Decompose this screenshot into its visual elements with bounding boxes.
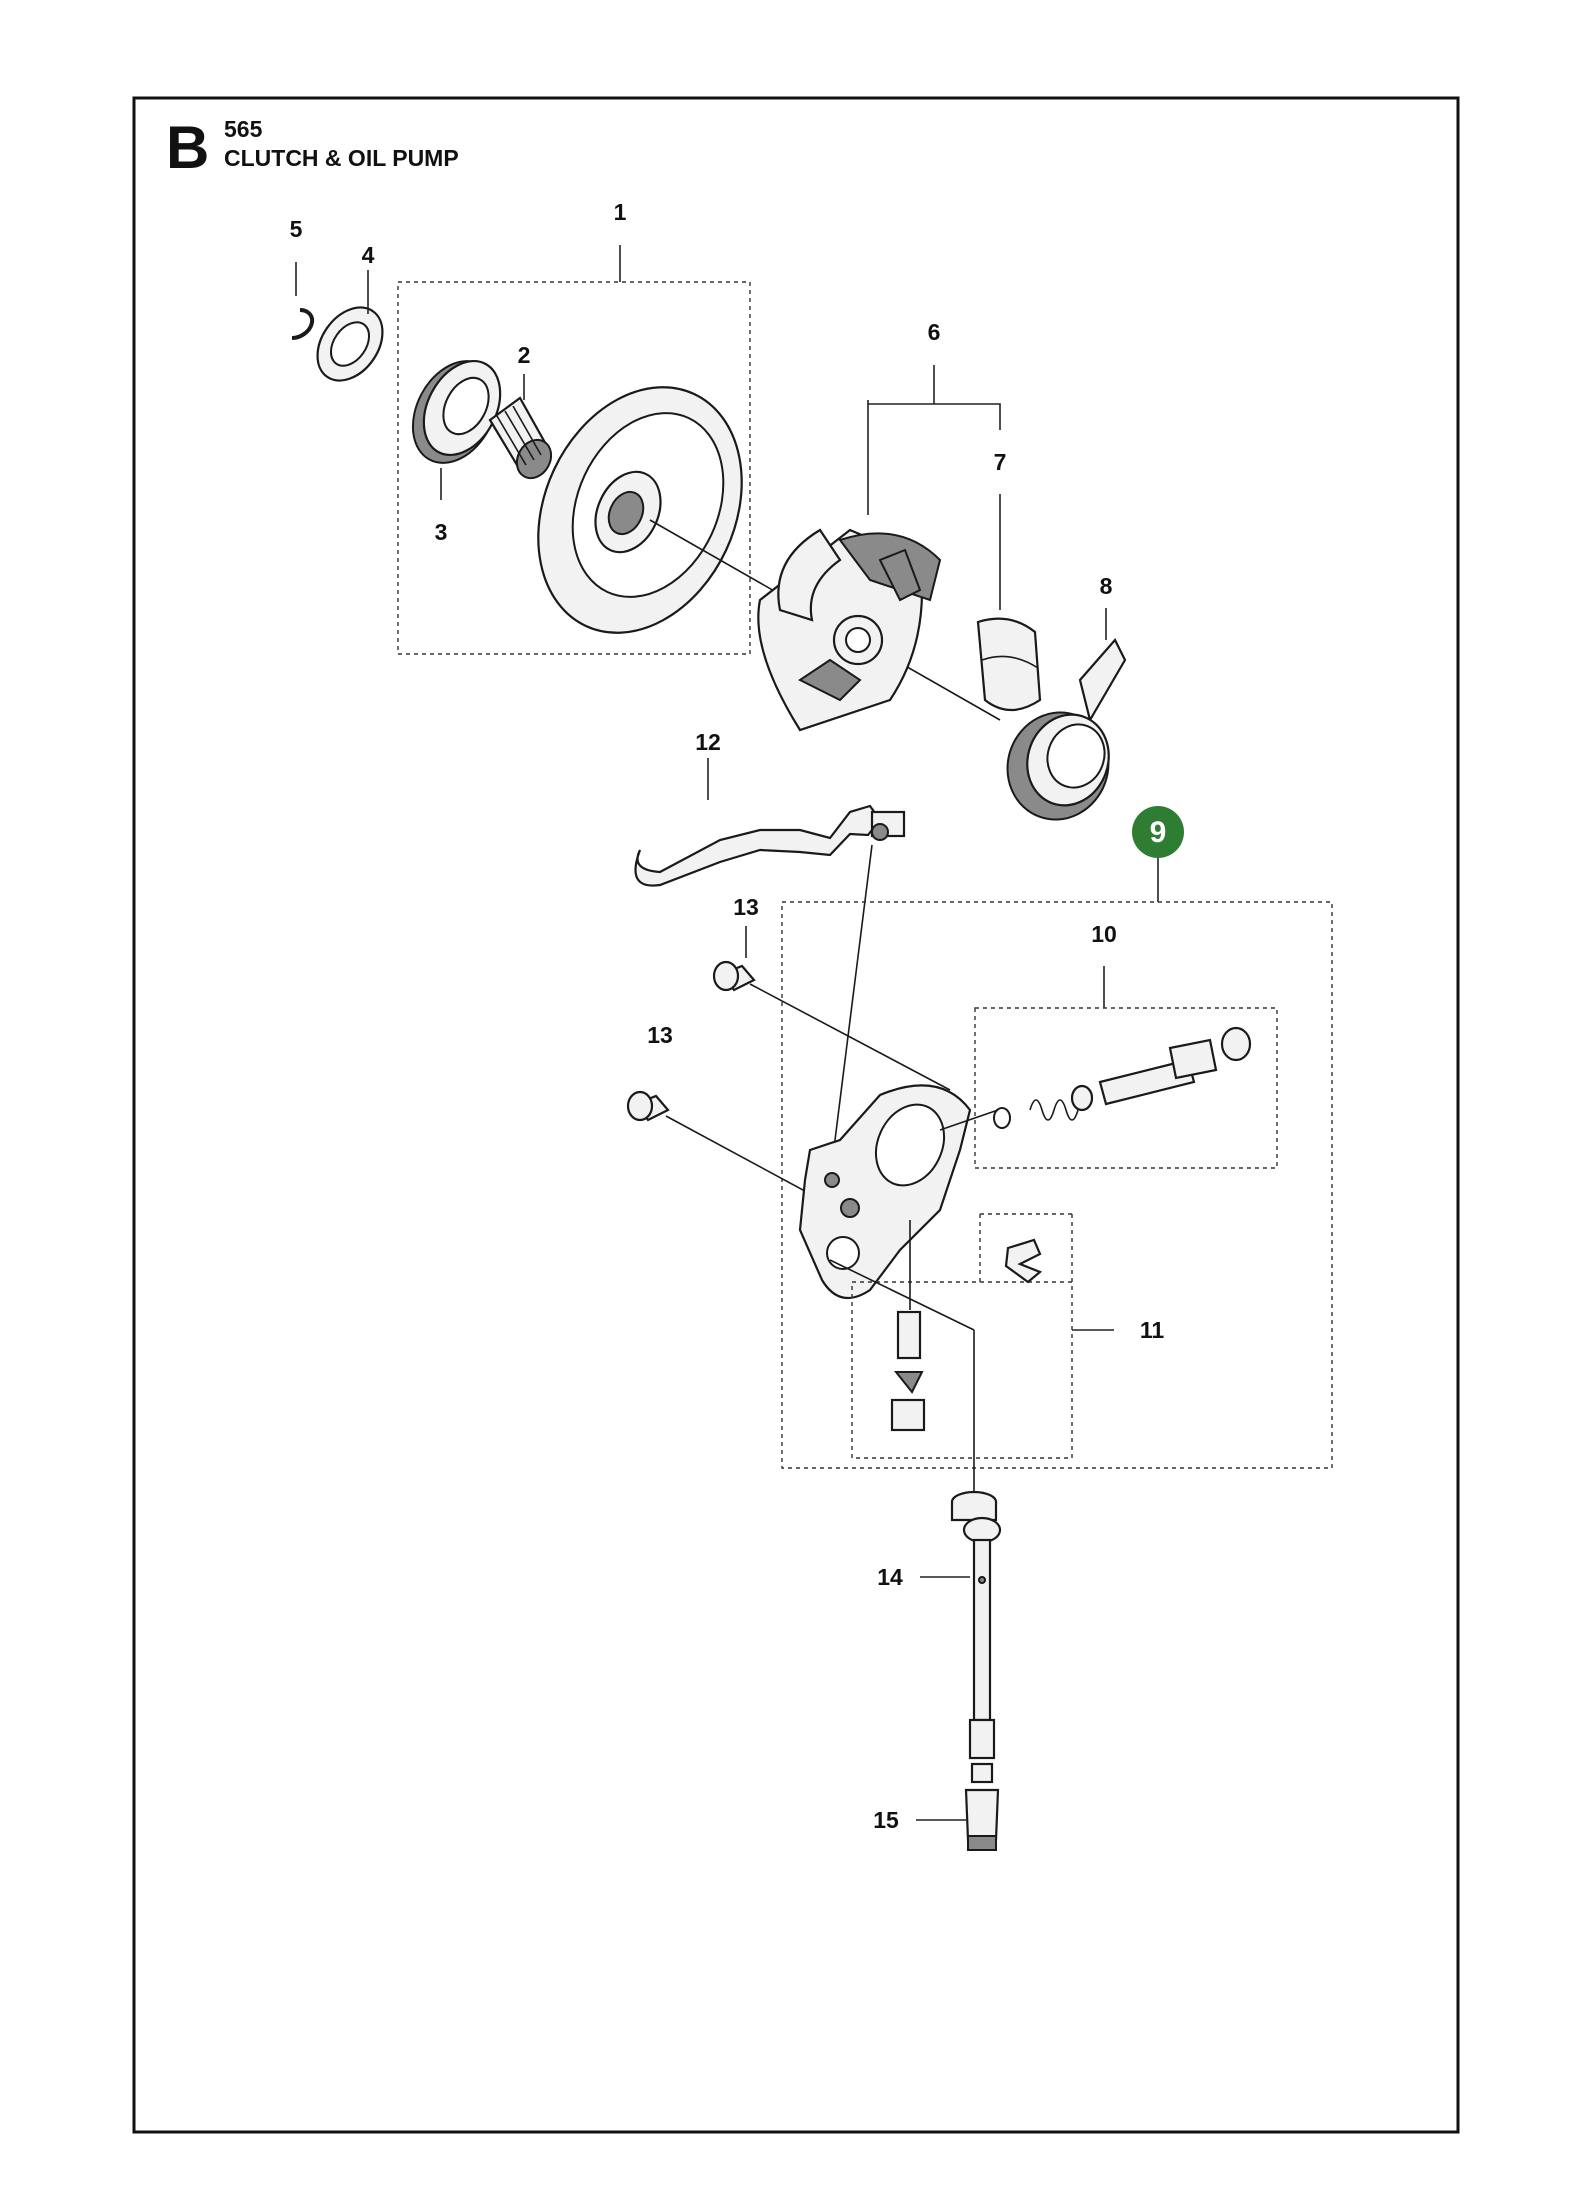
clutch-spring-part-7	[976, 617, 1042, 712]
leader-6-bracket	[867, 403, 1001, 515]
adjust-screw-part-11	[890, 1220, 1043, 1432]
callout-9-badge	[1132, 806, 1184, 858]
needle-bearing-part-2	[488, 396, 553, 480]
clutch-drum-part-1	[537, 386, 743, 634]
callout-13b: 13	[647, 1022, 673, 1048]
group-box-pump-piston	[974, 1007, 1278, 1169]
pump-piston-part-10	[993, 1026, 1252, 1129]
rim-sprocket-part-3	[411, 359, 502, 464]
hose-routing-line	[829, 844, 873, 1181]
page-title: CLUTCH & OIL PUMP	[224, 145, 459, 171]
group-box-clutch-drum	[397, 281, 751, 655]
callout-7: 7	[994, 449, 1007, 475]
bolt-part-13a	[712, 960, 756, 992]
model-number: 565	[224, 116, 263, 142]
bolt-part-13b	[626, 1090, 670, 1122]
washer-part-4	[316, 306, 384, 382]
callout-11: 11	[1140, 1317, 1165, 1343]
callout-2: 2	[518, 342, 531, 368]
callout-4: 4	[362, 242, 375, 268]
callout-1: 1	[614, 199, 627, 225]
callout-10: 10	[1091, 921, 1117, 947]
oil-pump-body	[798, 1084, 972, 1300]
oil-strainer-part-15	[964, 1762, 1000, 1851]
callout-12: 12	[695, 729, 721, 755]
callout-8: 8	[1100, 573, 1113, 599]
callout-3: 3	[435, 519, 448, 545]
spur-washer-part-8	[1006, 638, 1127, 821]
bolt-axis-13a	[749, 983, 951, 1091]
group-box-adjust-screw	[851, 1281, 1073, 1459]
circlip-part-5	[291, 308, 315, 341]
page-frame	[132, 96, 1460, 2134]
clutch-part-6	[757, 528, 942, 732]
callout-15: 15	[873, 1807, 899, 1833]
oil-hose-part-12	[634, 804, 906, 887]
suction-pipe-part-14	[950, 1490, 1002, 1760]
piston-axis	[939, 1109, 999, 1131]
callout-13a: 13	[733, 894, 759, 920]
callout-6: 6	[928, 319, 941, 345]
callout-9: 9	[1150, 816, 1167, 849]
callout-5: 5	[290, 216, 303, 242]
callout-14: 14	[877, 1564, 903, 1590]
section-letter: B	[166, 114, 209, 181]
group-box-oil-pump	[781, 901, 1333, 1469]
